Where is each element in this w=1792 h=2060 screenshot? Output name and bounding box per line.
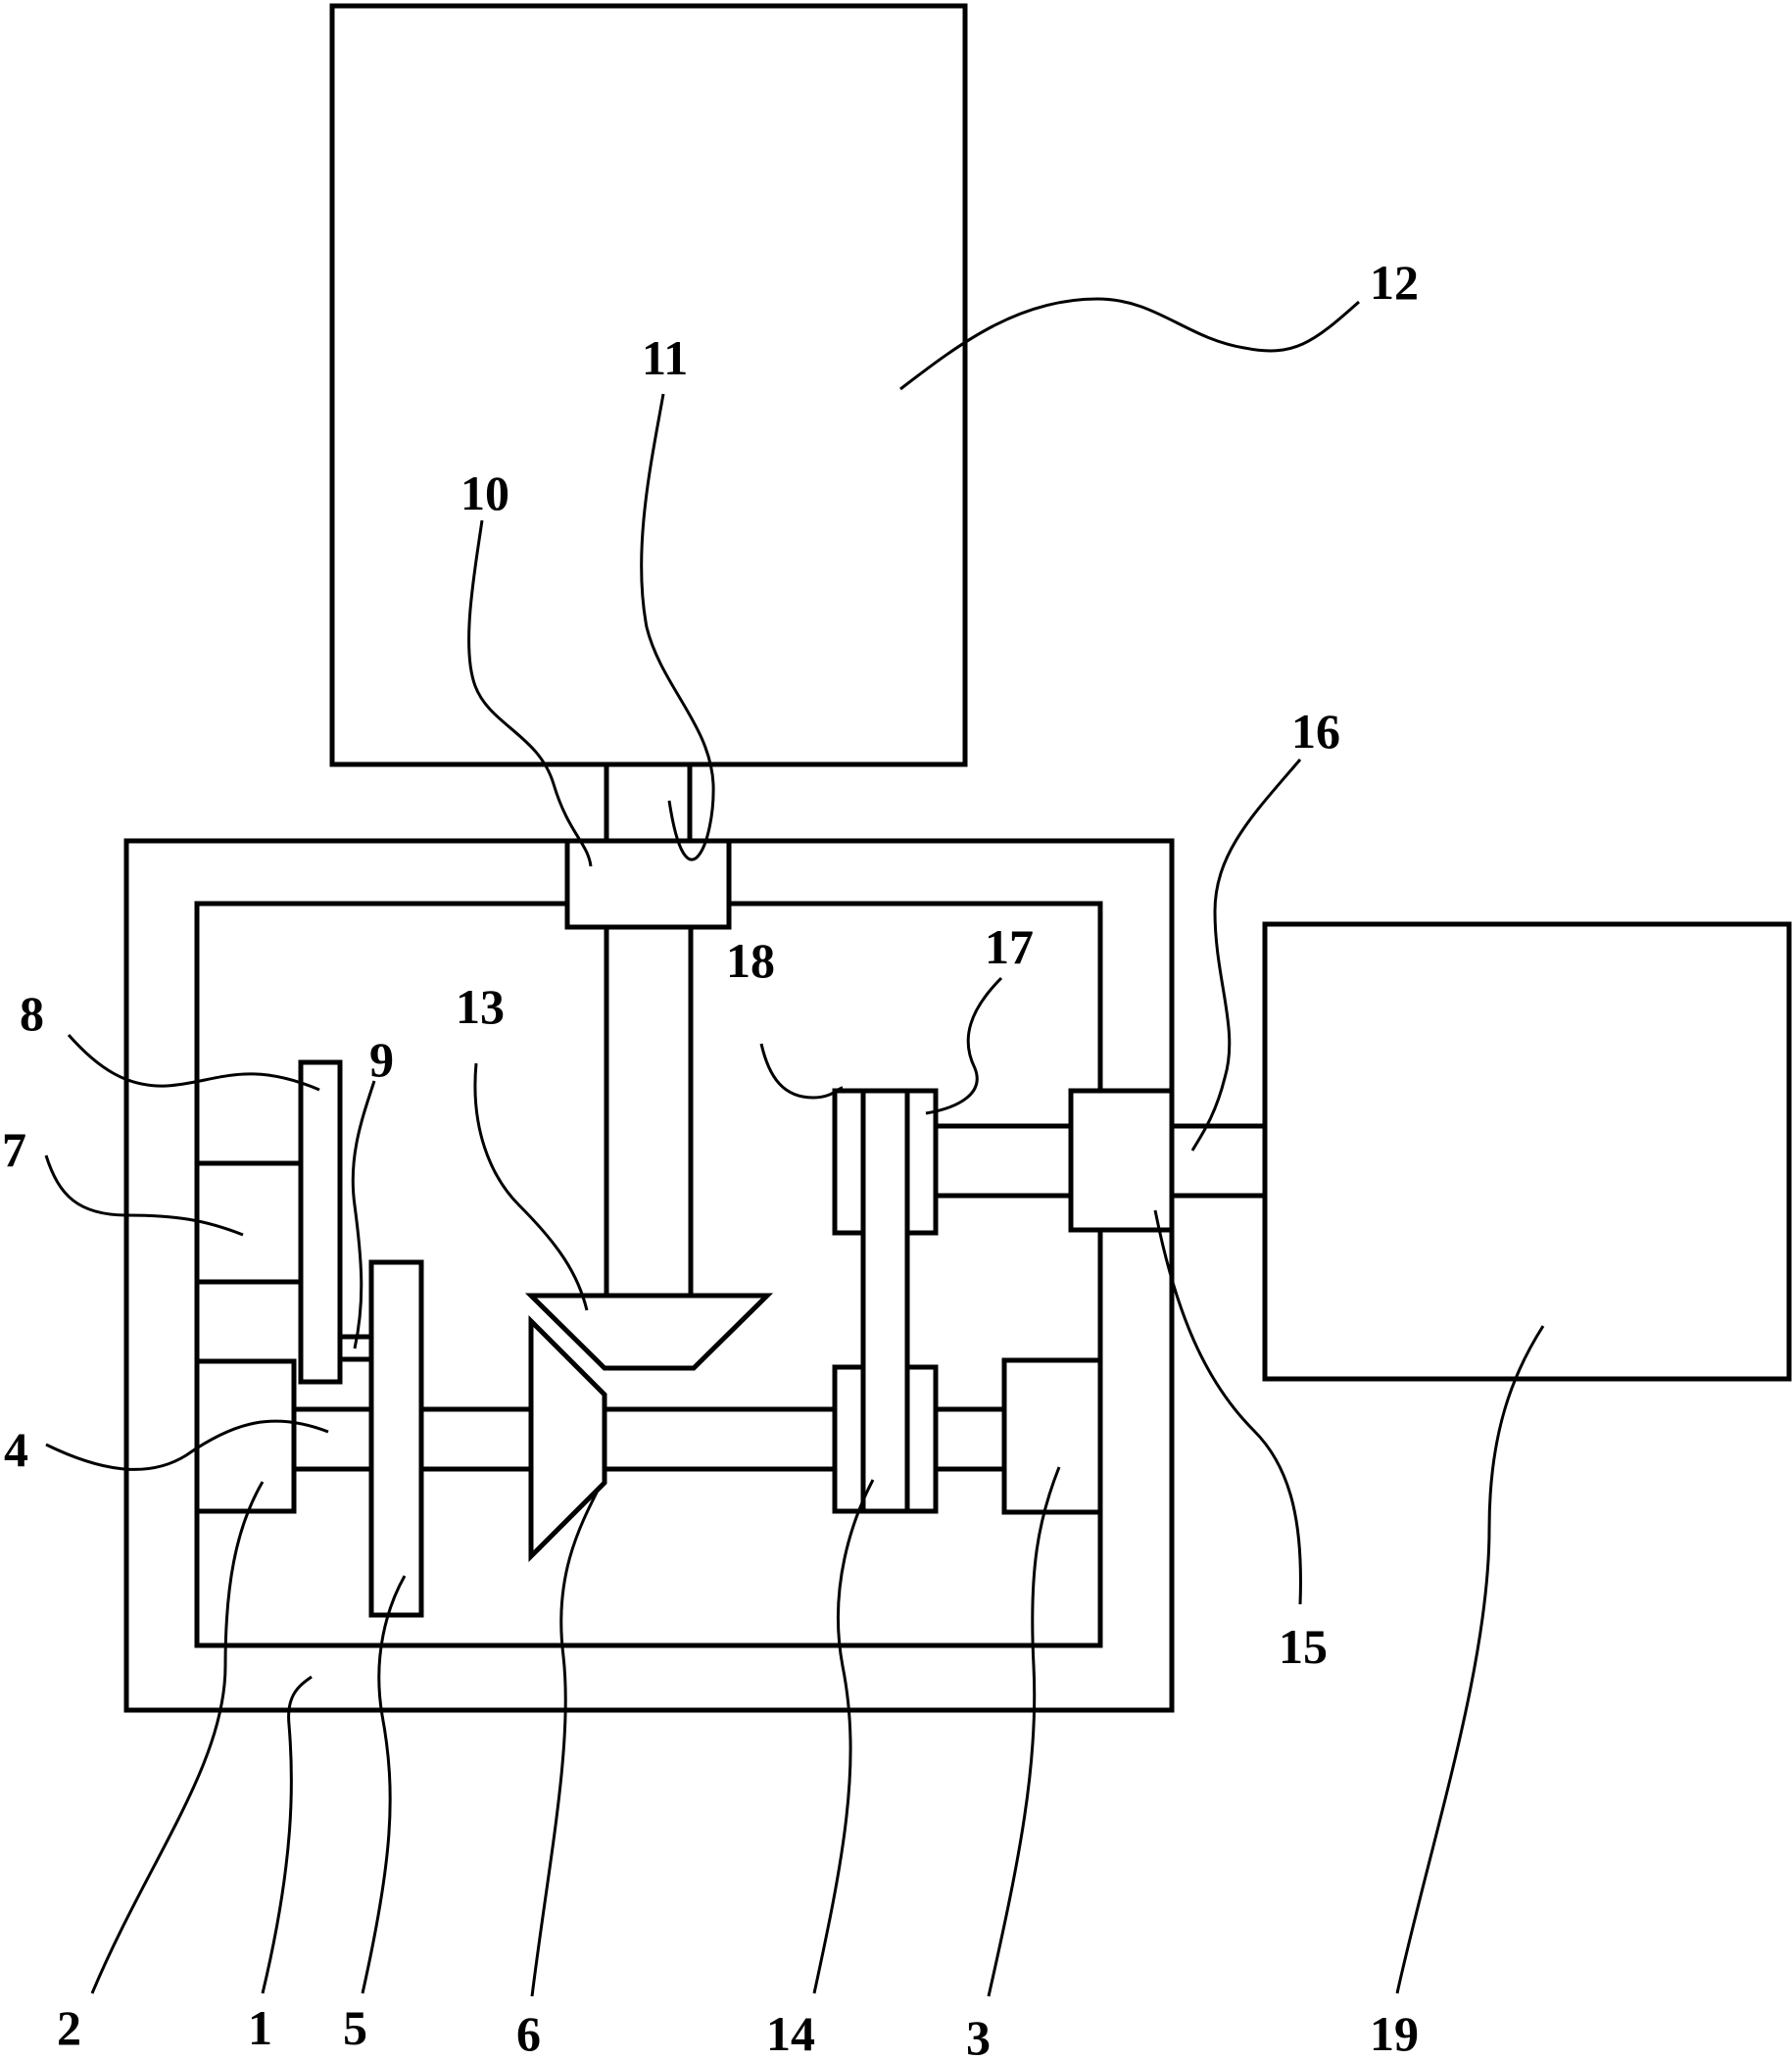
label-1: 1 bbox=[248, 2000, 272, 2055]
leader-9 bbox=[351, 1080, 376, 1349]
label-3: 3 bbox=[966, 2010, 991, 2060]
leader-17 bbox=[925, 976, 1003, 1115]
leader-5 bbox=[361, 1575, 407, 1994]
leader-15 bbox=[1153, 1209, 1302, 1605]
leader-13 bbox=[473, 1062, 589, 1311]
part-15-side-bearing-seat bbox=[1068, 1088, 1175, 1233]
label-19: 19 bbox=[1370, 2006, 1419, 2060]
leader-16 bbox=[1190, 759, 1302, 1152]
part-12-top-box bbox=[329, 3, 968, 767]
label-2: 2 bbox=[57, 2000, 81, 2055]
leader-3 bbox=[987, 1466, 1061, 1997]
leader-18 bbox=[759, 1043, 844, 1100]
label-16: 16 bbox=[1291, 704, 1340, 759]
leader-12 bbox=[899, 297, 1360, 391]
label-11: 11 bbox=[642, 330, 688, 385]
label-17: 17 bbox=[985, 919, 1034, 974]
part-18-belt bbox=[860, 1088, 910, 1514]
part-3-right-bearing-block bbox=[1001, 1357, 1103, 1515]
label-7: 7 bbox=[2, 1122, 26, 1177]
label-13: 13 bbox=[456, 979, 505, 1034]
leader-11 bbox=[640, 393, 715, 861]
leader-7 bbox=[44, 1154, 244, 1237]
part-10-top-bearing-seat bbox=[564, 838, 732, 930]
label-5: 5 bbox=[343, 2000, 367, 2055]
label-18: 18 bbox=[726, 933, 775, 988]
part-8-upper-plate bbox=[298, 1059, 343, 1385]
label-12: 12 bbox=[1370, 255, 1419, 310]
part-19-motor-box bbox=[1262, 921, 1792, 1382]
housing-inner-cavity bbox=[194, 901, 1103, 1648]
leader-6 bbox=[530, 1486, 602, 1997]
leader-4 bbox=[45, 1419, 329, 1471]
label-10: 10 bbox=[460, 466, 509, 520]
leader-10 bbox=[467, 519, 593, 867]
label-14: 14 bbox=[766, 2006, 815, 2060]
label-9: 9 bbox=[369, 1032, 394, 1087]
label-8: 8 bbox=[20, 986, 44, 1041]
leader-1 bbox=[261, 1675, 313, 1994]
leader-8 bbox=[67, 1034, 320, 1092]
part-13-vertical-bevel-gear bbox=[524, 1293, 774, 1371]
part-6-horizontal-bevel-gear bbox=[528, 1314, 607, 1563]
label-15: 15 bbox=[1279, 1619, 1328, 1674]
part-5-large-disc bbox=[368, 1259, 424, 1618]
label-6: 6 bbox=[516, 2006, 541, 2060]
part-2-left-bearing-block bbox=[194, 1358, 297, 1514]
leader-2 bbox=[90, 1481, 265, 1994]
leader-14 bbox=[812, 1479, 875, 1994]
label-4: 4 bbox=[4, 1422, 28, 1477]
leader-19 bbox=[1395, 1325, 1545, 1994]
